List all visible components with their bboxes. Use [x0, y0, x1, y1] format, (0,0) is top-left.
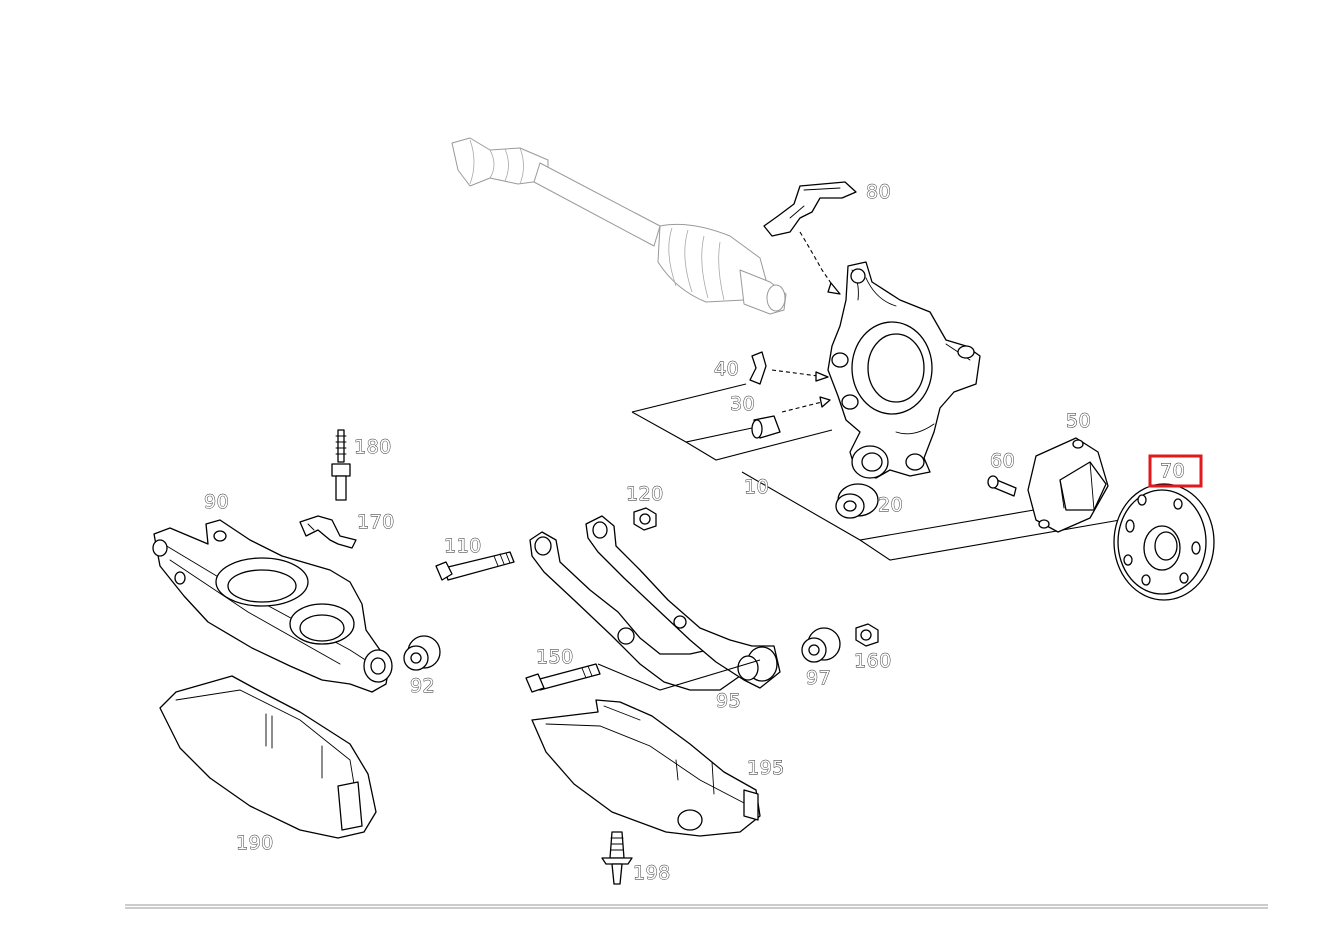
part-60-bolt[interactable] [987, 475, 1017, 497]
part-190-cover[interactable] [159, 675, 377, 839]
label-50[interactable]: 50 [1066, 410, 1092, 433]
label-40[interactable]: 40 [714, 358, 740, 381]
label-60[interactable]: 60 [990, 450, 1016, 473]
part-80-bracket[interactable] [763, 181, 857, 295]
part-30-bush[interactable] [751, 396, 831, 439]
label-110[interactable]: 110 [444, 535, 482, 558]
leader-lines-carrier [631, 383, 1121, 561]
label-30[interactable]: 30 [730, 393, 756, 416]
label-90[interactable]: 90 [204, 491, 230, 514]
part-95-trailing-arm[interactable] [529, 515, 781, 691]
part-160-nut[interactable] [855, 623, 879, 647]
part-labels: 80 40 30 10 20 60 50 70 180 90 170 110 1… [204, 181, 1186, 885]
label-95[interactable]: 95 [716, 690, 742, 713]
part-wheel-carrier[interactable] [827, 261, 981, 479]
label-190[interactable]: 190 [236, 832, 274, 855]
part-120-nut[interactable] [633, 507, 657, 531]
label-170[interactable]: 170 [357, 511, 395, 534]
part-195-cover[interactable] [531, 699, 761, 837]
part-92-bush[interactable] [403, 635, 441, 671]
drive-shaft-ghost [451, 137, 787, 315]
label-92[interactable]: 92 [410, 675, 436, 698]
part-70-wheel-hub[interactable] [1113, 483, 1215, 601]
part-110-bolt[interactable] [435, 551, 515, 581]
label-20[interactable]: 20 [878, 494, 904, 517]
label-80[interactable]: 80 [866, 181, 892, 204]
part-50-wheel-bearing[interactable] [1027, 437, 1109, 533]
label-198[interactable]: 198 [633, 862, 671, 885]
label-10[interactable]: 10 [744, 476, 770, 499]
part-97-bush[interactable] [801, 627, 841, 663]
part-180-bolt[interactable] [331, 429, 351, 501]
part-170-bracket[interactable] [299, 515, 357, 549]
part-90-control-arm[interactable] [152, 519, 393, 693]
label-195[interactable]: 195 [747, 757, 785, 780]
label-120[interactable]: 120 [626, 483, 664, 506]
part-20-bush[interactable] [835, 483, 879, 519]
label-150[interactable]: 150 [536, 646, 574, 669]
part-198-clip[interactable] [601, 831, 633, 885]
part-40-clip[interactable] [749, 351, 829, 385]
label-97[interactable]: 97 [806, 667, 832, 690]
part-150-bolt[interactable] [525, 663, 601, 693]
label-70[interactable]: 70 [1160, 460, 1186, 483]
label-160[interactable]: 160 [854, 650, 892, 673]
highlight-box-70 [1148, 454, 1203, 488]
label-180[interactable]: 180 [354, 436, 392, 459]
